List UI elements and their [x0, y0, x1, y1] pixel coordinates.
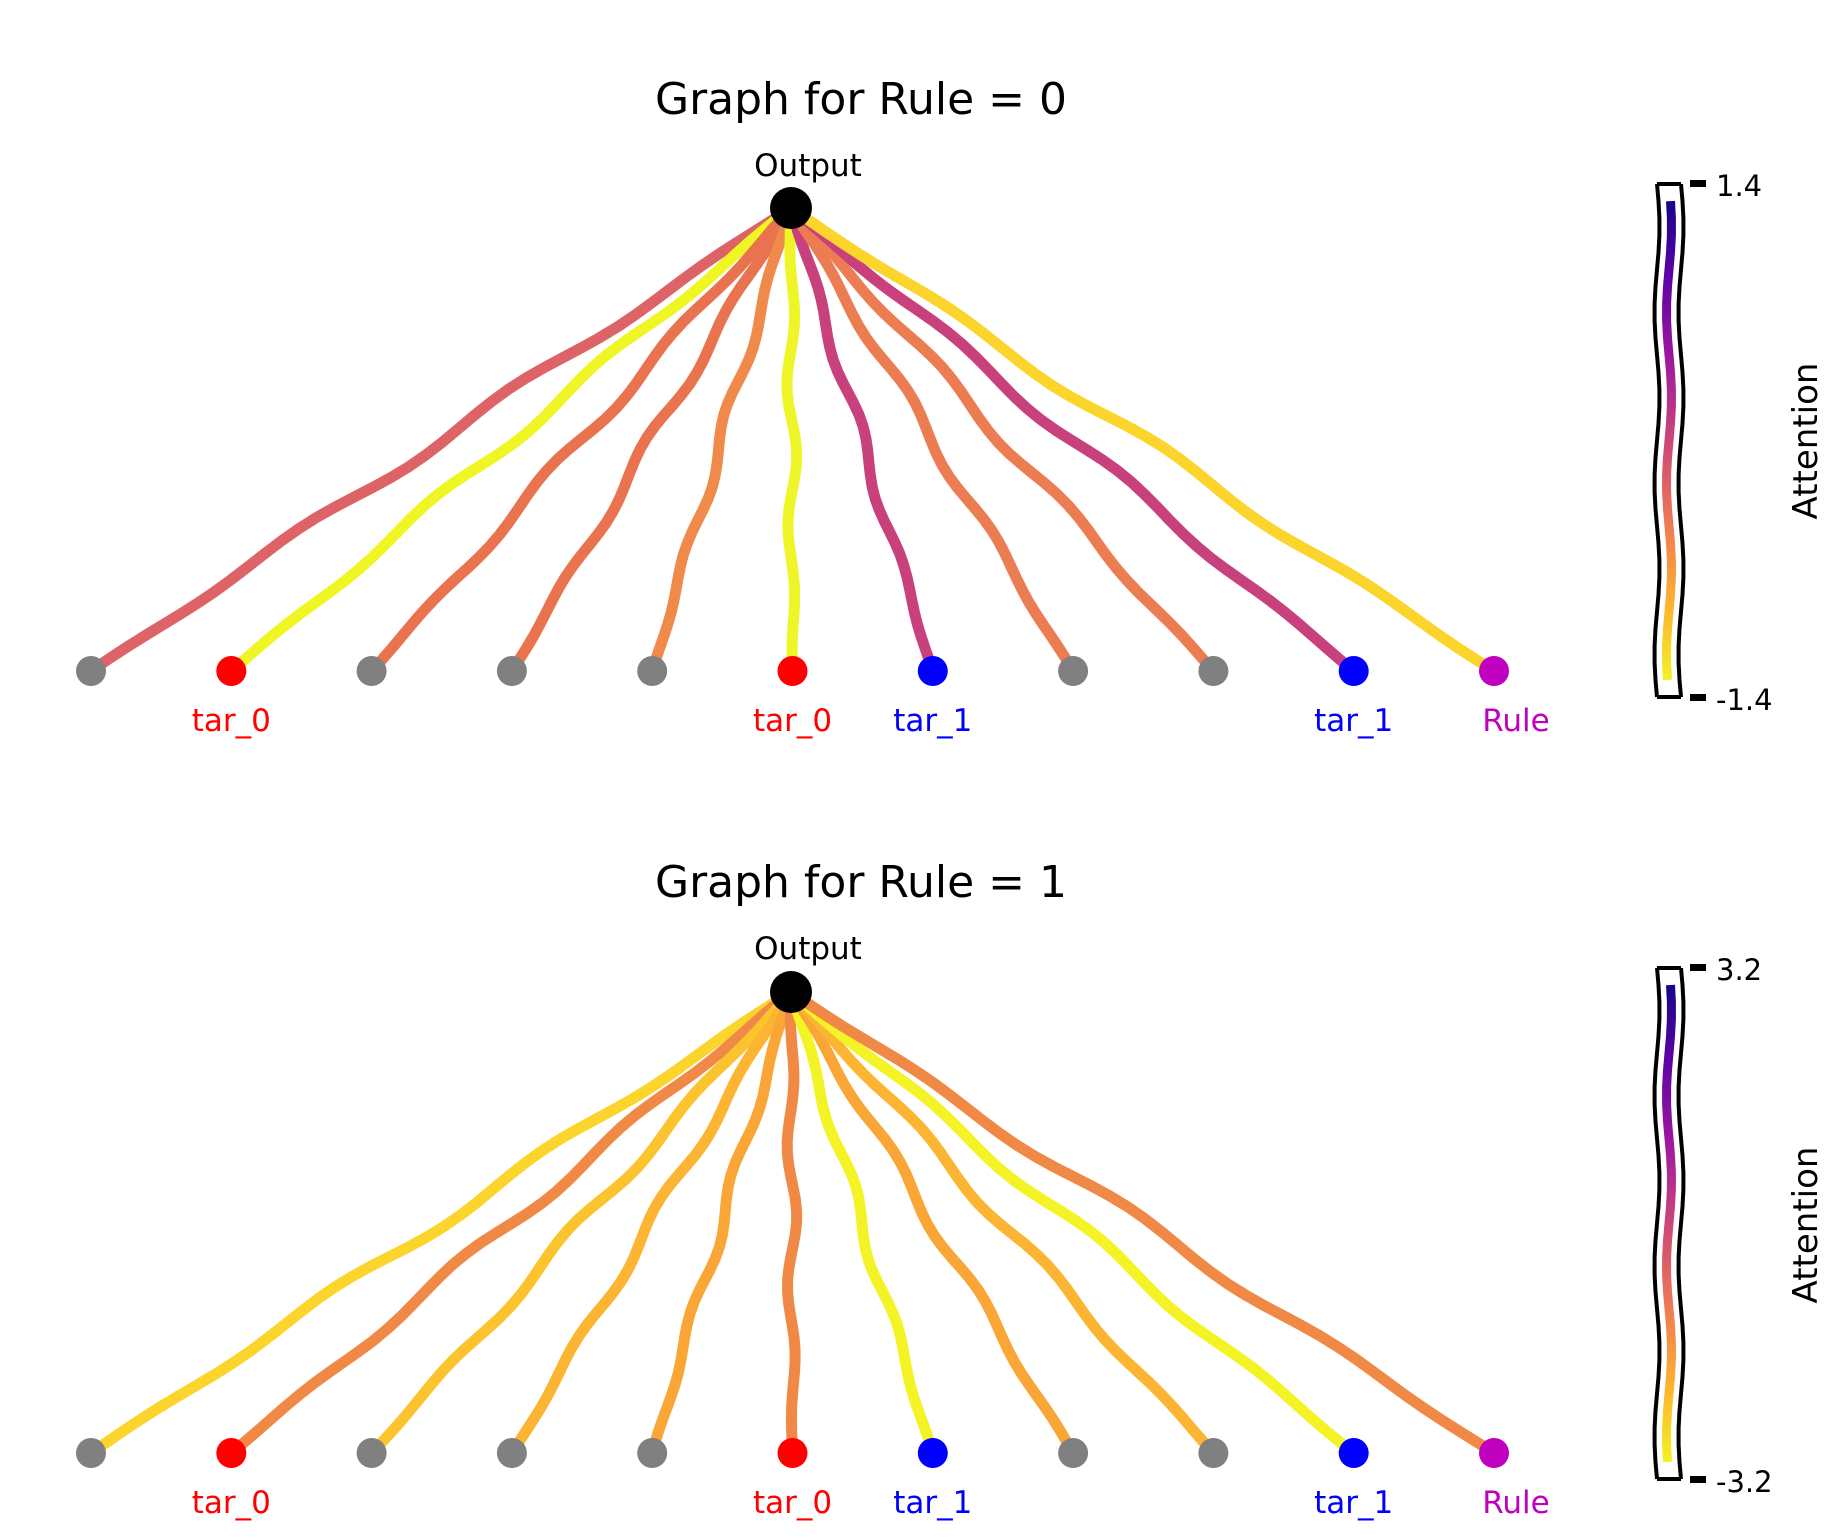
- colorbar-max-label: 3.2: [1716, 953, 1762, 987]
- colorbar-label: Attention: [1786, 363, 1826, 520]
- edges: [85, 202, 1500, 677]
- node-label-5: tar_0: [753, 1485, 832, 1521]
- node-9-tar_1: [1338, 1438, 1369, 1468]
- edge-7: [785, 986, 1079, 1459]
- node-label-1: tar_0: [192, 1485, 271, 1521]
- node-label-10: Rule: [1482, 1485, 1549, 1521]
- nodes: [76, 656, 1509, 686]
- node-3-other: [496, 656, 527, 686]
- node-8-other: [1198, 656, 1229, 686]
- output-label: Output: [754, 148, 862, 184]
- node-2-other: [356, 656, 387, 686]
- node-label-9: tar_1: [1314, 1485, 1393, 1521]
- output-node: [770, 971, 812, 1013]
- nodes: [76, 1438, 1509, 1468]
- colorbar-tick-max: [1690, 964, 1706, 971]
- edge-8: [785, 202, 1219, 677]
- node-8-other: [1198, 1438, 1229, 1468]
- edges: [85, 986, 1500, 1459]
- node-label-6: tar_1: [893, 1485, 972, 1521]
- node-label-1: tar_0: [192, 703, 271, 739]
- edge-4: [646, 202, 797, 677]
- node-3-other: [496, 1438, 527, 1468]
- edge-5: [781, 202, 803, 677]
- edge-2: [366, 202, 797, 677]
- output-node: [770, 187, 812, 229]
- node-label-5: tar_0: [753, 703, 832, 739]
- node-label-10: Rule: [1482, 703, 1549, 739]
- colorbar: 3.2 -3.2 Attention: [1652, 953, 1826, 1499]
- node-9-tar_1: [1338, 656, 1369, 686]
- node-0-other: [76, 656, 106, 686]
- colorbar-tick-max: [1690, 180, 1706, 187]
- edge-8: [785, 986, 1219, 1459]
- node-labels: tar_0 tar_0 tar_1 tar_1 Rule: [192, 703, 1550, 739]
- node-label-9: tar_1: [1314, 703, 1393, 739]
- node-7-other: [1058, 1438, 1089, 1468]
- graph-title: Graph for Rule = 0: [655, 74, 1067, 125]
- colorbar-frame: [1652, 182, 1686, 699]
- edge-10: [785, 986, 1500, 1459]
- node-label-6: tar_1: [893, 703, 972, 739]
- node-4-other: [637, 1438, 668, 1468]
- edge-9: [785, 986, 1360, 1459]
- edge-9: [785, 202, 1360, 677]
- node-5-tar_0: [777, 1438, 808, 1468]
- edge-1: [225, 986, 797, 1459]
- colorbar-fill: [1662, 984, 1676, 1463]
- edge-4: [646, 986, 797, 1459]
- node-6-tar_1: [917, 656, 948, 686]
- edge-6: [785, 986, 939, 1459]
- edge-2: [366, 986, 797, 1459]
- node-5-tar_0: [777, 656, 808, 686]
- colorbar-label: Attention: [1786, 1147, 1826, 1304]
- edge-6: [785, 202, 939, 677]
- colorbar-max-label: 1.4: [1716, 169, 1762, 203]
- colorbar-fill: [1662, 200, 1676, 681]
- graph-title: Graph for Rule = 1: [655, 857, 1067, 908]
- node-10-rule: [1479, 656, 1509, 686]
- edge-10: [785, 202, 1500, 677]
- node-10-rule: [1479, 1438, 1509, 1468]
- colorbar: 1.4 -1.4 Attention: [1652, 169, 1826, 717]
- edge-0: [85, 986, 797, 1459]
- node-1-tar_0: [216, 656, 247, 686]
- edge-3: [506, 986, 797, 1459]
- edge-3: [506, 202, 797, 677]
- colorbar-frame: [1652, 966, 1686, 1481]
- colorbar-min-label: -3.2: [1716, 1465, 1773, 1499]
- edge-5: [781, 986, 803, 1459]
- colorbar-tick-min: [1690, 1476, 1706, 1483]
- colorbar-tick-min: [1690, 694, 1706, 701]
- colorbar-min-label: -1.4: [1716, 683, 1773, 717]
- node-4-other: [637, 656, 668, 686]
- output-label: Output: [754, 931, 862, 967]
- edge-0: [85, 202, 797, 677]
- node-1-tar_0: [216, 1438, 247, 1468]
- node-labels: tar_0 tar_0 tar_1 tar_1 Rule: [192, 1485, 1550, 1521]
- node-2-other: [356, 1438, 387, 1468]
- node-7-other: [1058, 656, 1089, 686]
- node-6-tar_1: [917, 1438, 948, 1468]
- node-0-other: [76, 1438, 106, 1468]
- edge-7: [785, 202, 1079, 677]
- edge-1: [225, 202, 797, 677]
